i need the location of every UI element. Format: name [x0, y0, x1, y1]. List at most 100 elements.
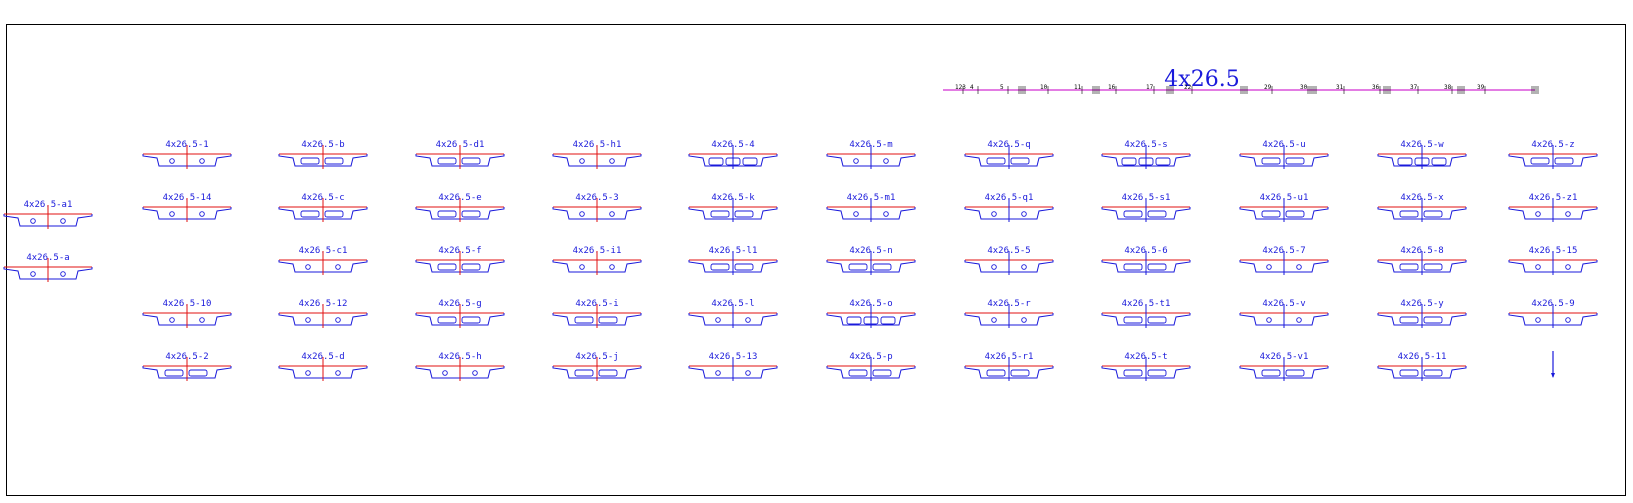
- cross-section: 4x26.5-l: [688, 299, 778, 328]
- cross-section: 4x26.5-i: [552, 299, 642, 328]
- cross-section: 4x26.5-r1: [964, 352, 1054, 381]
- box-cell: [1147, 316, 1167, 324]
- cross-section: 4x26.5-f: [415, 246, 505, 275]
- void-icon: [1296, 317, 1302, 323]
- elevation-tick-label: 38: [1444, 84, 1452, 91]
- box-cell: [872, 369, 892, 377]
- void-icon: [715, 370, 721, 376]
- box-cell: [437, 157, 457, 165]
- void-icon: [305, 370, 311, 376]
- cross-section: 4x26.5-m: [826, 140, 916, 169]
- void-icon: [1565, 211, 1571, 217]
- box-cell: [710, 210, 730, 218]
- box-cell: [461, 157, 481, 165]
- cross-section: 4x26.5-e: [415, 193, 505, 222]
- box-cell: [300, 157, 320, 165]
- cross-section: 4x26.5-15: [1508, 246, 1598, 275]
- cross-section: 4x26.5-5: [964, 246, 1054, 275]
- box-cell: [1397, 157, 1413, 166]
- void-icon: [1296, 264, 1302, 270]
- box-cell: [164, 369, 184, 377]
- box-cell: [848, 263, 868, 271]
- box-cell: [1423, 316, 1443, 324]
- cross-section: 4x26.5-z1: [1508, 193, 1598, 222]
- void-icon: [579, 264, 585, 270]
- cross-section: 4x26.5-k: [688, 193, 778, 222]
- box-cell: [880, 316, 896, 325]
- elevation-tick-label: 5: [1000, 84, 1004, 91]
- cross-section: 4x26.5-10: [142, 299, 232, 328]
- void-icon: [853, 211, 859, 217]
- cross-section: 4x26.5-d: [278, 352, 368, 381]
- cross-section: 4x26.5-h1: [552, 140, 642, 169]
- box-cell: [1423, 369, 1443, 377]
- void-icon: [169, 211, 175, 217]
- cross-section: 4x26.5-4: [688, 140, 778, 169]
- box-cell: [324, 157, 344, 165]
- box-cell: [1530, 157, 1550, 165]
- box-cell: [734, 210, 754, 218]
- void-icon: [1535, 264, 1541, 270]
- cross-section: 4x26.5-m1: [826, 193, 916, 222]
- box-cell: [324, 210, 344, 218]
- cross-section: 4x26.5-s1: [1101, 193, 1191, 222]
- elevation-tick-label: 17: [1146, 84, 1154, 91]
- box-cell: [1423, 210, 1443, 218]
- box-cell: [300, 210, 320, 218]
- void-icon: [169, 158, 175, 164]
- box-cell: [872, 263, 892, 271]
- box-cell: [461, 316, 481, 324]
- void-icon: [199, 211, 205, 217]
- void-icon: [745, 370, 751, 376]
- void-icon: [579, 211, 585, 217]
- cross-section: 4x26.5-u1: [1239, 193, 1329, 222]
- void-icon: [335, 317, 341, 323]
- box-cell: [1423, 263, 1443, 271]
- cross-section: 4x26.5-s: [1101, 140, 1191, 169]
- void-icon: [30, 218, 36, 224]
- box-cell: [986, 369, 1006, 377]
- void-icon: [1021, 264, 1027, 270]
- box-cell: [1261, 210, 1281, 218]
- cross-section: 4x26.5-u: [1239, 140, 1329, 169]
- void-icon: [579, 158, 585, 164]
- void-icon: [335, 370, 341, 376]
- cross-section: 4x26.5-1: [142, 140, 232, 169]
- box-cell: [1399, 369, 1419, 377]
- drawing-frame: [6, 24, 1626, 496]
- box-cell: [437, 263, 457, 271]
- cross-section: 4x26.5-7: [1239, 246, 1329, 275]
- elevation-tick-label: 16: [1108, 84, 1116, 91]
- elevation-tick-label: 29: [1264, 84, 1272, 91]
- cross-section: 4x26.5-t: [1101, 352, 1191, 381]
- box-cell: [1554, 157, 1574, 165]
- void-icon: [1266, 264, 1272, 270]
- cross-section: 4x26.5-q: [964, 140, 1054, 169]
- cross-section: 4x26.5-2: [142, 352, 232, 381]
- void-icon: [991, 264, 997, 270]
- box-cell: [598, 316, 618, 324]
- void-icon: [1535, 211, 1541, 217]
- cross-section: 4x26.5-o: [826, 299, 916, 328]
- cross-section: 4x26.5-y: [1377, 299, 1467, 328]
- elevation-tick-label: 36: [1372, 84, 1380, 91]
- box-cell: [1123, 316, 1143, 324]
- cross-section: 4x26.5-x: [1377, 193, 1467, 222]
- cross-section: 4x26.5-h: [415, 352, 505, 381]
- cross-section: 4x26.5-a: [3, 253, 93, 282]
- void-icon: [472, 370, 478, 376]
- box-cell: [1123, 263, 1143, 271]
- void-icon: [1021, 317, 1027, 323]
- box-cell: [1285, 210, 1305, 218]
- void-icon: [1565, 264, 1571, 270]
- cross-section: 4x26.5-b: [278, 140, 368, 169]
- cross-section: 4x26.5-w: [1377, 140, 1467, 169]
- box-cell: [708, 157, 724, 166]
- box-cell: [1010, 369, 1030, 377]
- void-icon: [991, 317, 997, 323]
- cross-section: 4x26.5-i1: [552, 246, 642, 275]
- void-icon: [305, 264, 311, 270]
- void-icon: [442, 370, 448, 376]
